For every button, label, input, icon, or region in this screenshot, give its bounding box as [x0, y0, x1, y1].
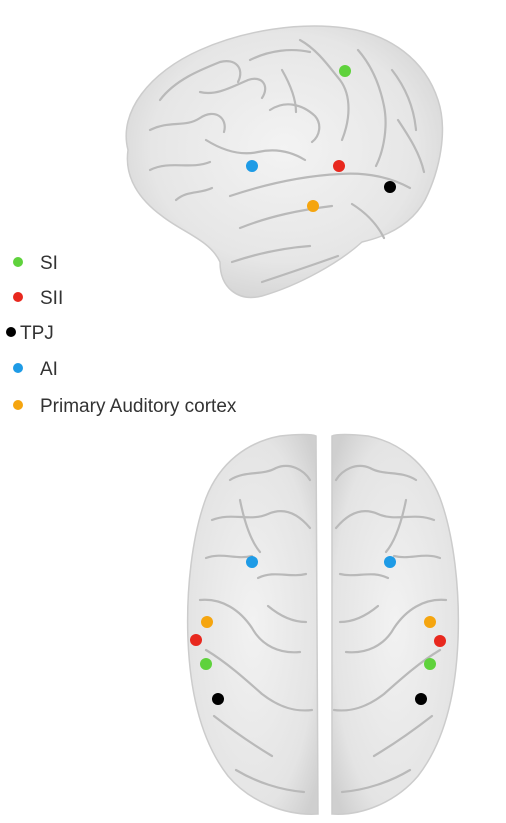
legend-label-pac: Primary Auditory cortex	[40, 396, 237, 417]
right-marker-tpj	[415, 693, 427, 705]
lateral-brain-surface	[126, 26, 442, 297]
legend-dot-tpj	[6, 327, 16, 337]
right-marker-sii	[434, 635, 446, 647]
right-marker-ai	[384, 556, 396, 568]
legend-dot-si	[13, 257, 23, 267]
dorsal-right-hemisphere	[332, 435, 458, 815]
left-marker-pac	[201, 616, 213, 628]
left-marker-tpj	[212, 693, 224, 705]
right-hemisphere-surface	[332, 435, 458, 815]
legend-label-tpj: TPJ	[20, 323, 54, 344]
lateral-marker-ai	[246, 160, 258, 172]
legend-label-sii: SII	[40, 288, 63, 309]
legend-dot-sii	[13, 292, 23, 302]
legend-dot-ai	[13, 363, 23, 373]
lateral-marker-si	[339, 65, 351, 77]
right-marker-si	[424, 658, 436, 670]
right-marker-pac	[424, 616, 436, 628]
left-marker-si	[200, 658, 212, 670]
lateral-marker-sii	[333, 160, 345, 172]
legend-label-ai: AI	[40, 359, 58, 380]
left-marker-sii	[190, 634, 202, 646]
legend: SI SII TPJ AI Primary Auditory cortex	[6, 253, 237, 417]
legend-label-si: SI	[40, 253, 58, 274]
legend-dot-pac	[13, 400, 23, 410]
lateral-marker-pac	[307, 200, 319, 212]
lateral-marker-tpj	[384, 181, 396, 193]
left-marker-ai	[246, 556, 258, 568]
lateral-brain-view	[126, 26, 442, 297]
